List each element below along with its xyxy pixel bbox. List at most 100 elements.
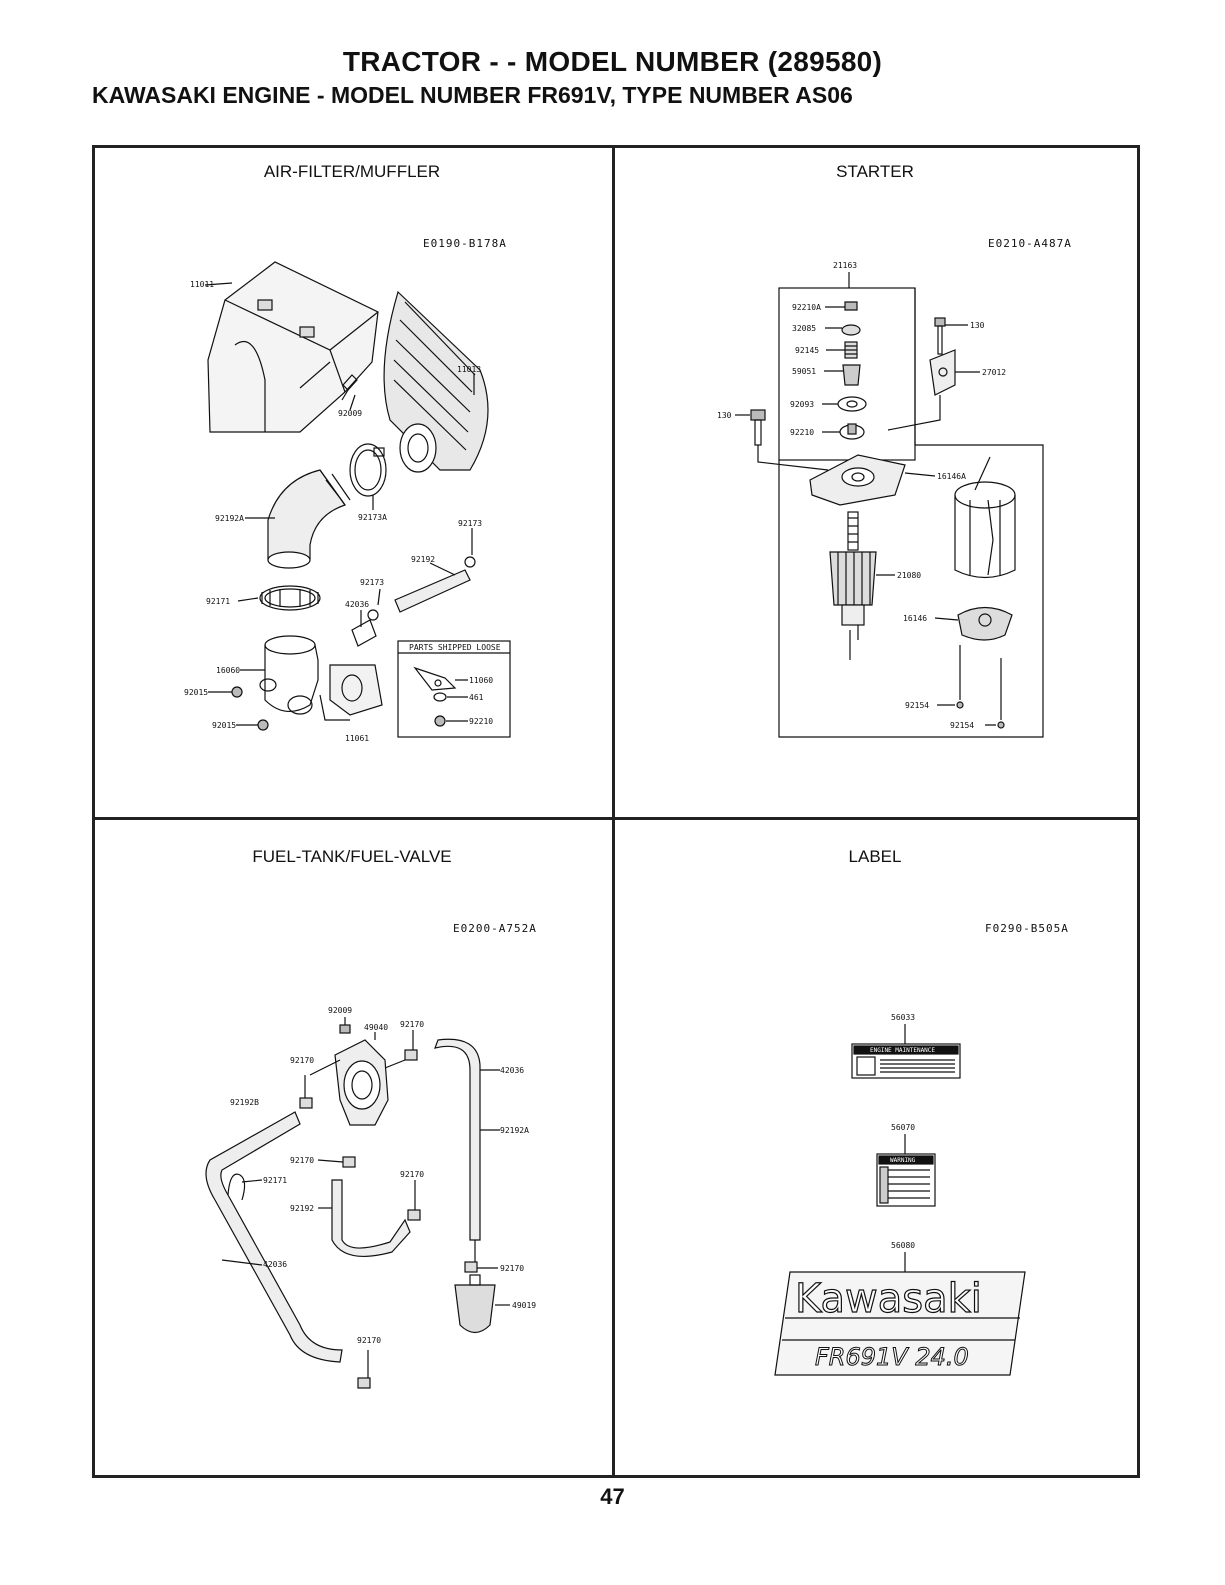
part-label-92192a: 92192A xyxy=(215,514,244,523)
part-label-92145: 92145 xyxy=(795,346,819,355)
part-label-92192a-f: 92192A xyxy=(500,1126,529,1135)
muffler-body xyxy=(259,635,319,715)
panel-title-label: LABEL xyxy=(848,847,902,866)
air-filter-element xyxy=(383,290,489,473)
fuel-hose-long-right xyxy=(434,1038,500,1262)
part-label-42036-f: 42036 xyxy=(500,1066,524,1075)
frame-divider-horizontal xyxy=(92,817,1140,820)
part-label-56033: 56033 xyxy=(891,1013,915,1022)
part-label-11011: 11011 xyxy=(190,280,214,289)
part-label-92015-b: 92015 xyxy=(212,721,236,730)
part-label-42036-f2: 42036 xyxy=(263,1260,287,1269)
part-label-92192: 92192 xyxy=(411,555,435,564)
diagram-frame xyxy=(92,145,1140,1478)
air-filter-clamp xyxy=(349,443,387,497)
part-label-42036: 42036 xyxy=(345,600,369,609)
fuel-hose-clamps xyxy=(299,1030,498,1389)
panel-code-label: F0290-B505A xyxy=(985,922,1069,935)
warning-label-title: WARNING xyxy=(890,1157,916,1164)
starter-small-parts xyxy=(837,301,867,440)
part-label-59051: 59051 xyxy=(792,367,816,376)
part-label-92009: 92009 xyxy=(338,409,362,418)
starter-bracket-27012 xyxy=(887,349,980,431)
screw-92009 xyxy=(341,374,358,401)
part-label-21080: 21080 xyxy=(897,571,921,580)
starter-bolt-130-right xyxy=(934,317,968,355)
frame-divider-vertical xyxy=(612,145,615,1478)
part-label-92170-e: 92170 xyxy=(500,1264,524,1273)
part-label-92173-b: 92173 xyxy=(360,578,384,587)
page-number: 47 xyxy=(600,1484,625,1509)
air-intake-elbow xyxy=(267,469,351,569)
part-label-92173: 92173 xyxy=(458,519,482,528)
part-labels: 11011 11013 92009 92173A 92192A 92173 92… xyxy=(184,261,1006,1372)
page-subtitle: KAWASAKI ENGINE - MODEL NUMBER FR691V, T… xyxy=(92,82,853,108)
part-label-92009-f: 92009 xyxy=(328,1006,352,1015)
part-label-92093: 92093 xyxy=(790,400,814,409)
part-label-92154: 92154 xyxy=(905,701,929,710)
part-label-56080: 56080 xyxy=(891,1241,915,1250)
part-label-32085: 32085 xyxy=(792,324,816,333)
part-label-92154-b: 92154 xyxy=(950,721,974,730)
part-label-92210a: 92210A xyxy=(792,303,821,312)
part-label-92170-c: 92170 xyxy=(290,1156,314,1165)
part-label-92015: 92015 xyxy=(184,688,208,697)
fuel-valve-body xyxy=(309,1039,411,1126)
part-label-49040: 49040 xyxy=(364,1023,388,1032)
fuel-filter xyxy=(454,1274,510,1334)
breather-hose xyxy=(351,556,476,647)
starter-end-cover xyxy=(809,454,936,506)
part-label-92171: 92171 xyxy=(206,597,230,606)
air-filter-cover xyxy=(207,261,379,433)
starter-brush-holder xyxy=(934,606,1013,641)
muffler-gasket xyxy=(329,664,383,716)
part-label-16060: 16060 xyxy=(216,666,240,675)
panel-title-air-filter: AIR-FILTER/MUFFLER xyxy=(263,162,441,181)
part-label-92170-d: 92170 xyxy=(400,1170,424,1179)
starter-yoke xyxy=(954,456,1016,579)
part-label-92192b: 92192B xyxy=(230,1098,259,1107)
part-label-461: 461 xyxy=(469,693,484,702)
part-label-27012: 27012 xyxy=(982,368,1006,377)
part-label-92210: 92210 xyxy=(469,717,493,726)
fuel-hose-clip-92171 xyxy=(227,1173,263,1201)
fuel-hose-u xyxy=(318,1179,411,1258)
panel-code-fuel: E0200-A752A xyxy=(453,922,537,935)
part-label-92171-f: 92171 xyxy=(263,1176,287,1185)
part-label-16146a: 16146A xyxy=(937,472,966,481)
part-label-92192-f: 92192 xyxy=(290,1204,314,1213)
part-label-49019: 49019 xyxy=(512,1301,536,1310)
part-label-92170-a: 92170 xyxy=(400,1020,424,1029)
model-decal-text: FR691V 24.0 xyxy=(815,1343,969,1371)
loose-box-title: PARTS SHIPPED LOOSE xyxy=(409,643,501,652)
starter-through-bolts xyxy=(937,645,1005,729)
panel-code-starter: E0210-A487A xyxy=(988,237,1072,250)
kawasaki-decal xyxy=(774,1271,1026,1376)
part-label-16146: 16146 xyxy=(903,614,927,623)
part-label-21163: 21163 xyxy=(833,261,857,270)
page-title: TRACTOR - - MODEL NUMBER (289580) xyxy=(342,46,883,77)
part-label-92173a: 92173A xyxy=(358,513,387,522)
part-label-11060: 11060 xyxy=(469,676,493,685)
part-label-130-left: 130 xyxy=(717,411,732,420)
part-label-11013: 11013 xyxy=(457,365,481,374)
part-label-92170-f: 92170 xyxy=(357,1336,381,1345)
fuel-valve-screw xyxy=(339,1017,376,1040)
panel-code-air-filter: E0190-B178A xyxy=(423,237,507,250)
panel-title-starter: STARTER xyxy=(836,162,914,181)
nut-92015 xyxy=(231,686,269,731)
part-label-56070: 56070 xyxy=(891,1123,915,1132)
kawasaki-logo-text: Kawasaki xyxy=(795,1276,982,1322)
part-label-11061: 11061 xyxy=(345,734,369,743)
starter-armature xyxy=(829,511,895,660)
starter-bolt-130-left xyxy=(735,409,829,471)
maintenance-label-title: ENGINE MAINTENANCE xyxy=(870,1047,935,1054)
air-hose-clamp-92171 xyxy=(259,585,321,611)
part-label-130-right: 130 xyxy=(970,321,985,330)
loose-part-bracket xyxy=(413,666,457,727)
panel-title-fuel: FUEL-TANK/FUEL-VALVE xyxy=(252,847,452,866)
part-label-92210-s: 92210 xyxy=(790,428,814,437)
part-label-92170-b: 92170 xyxy=(290,1056,314,1065)
fuel-hose-left xyxy=(205,1111,343,1363)
